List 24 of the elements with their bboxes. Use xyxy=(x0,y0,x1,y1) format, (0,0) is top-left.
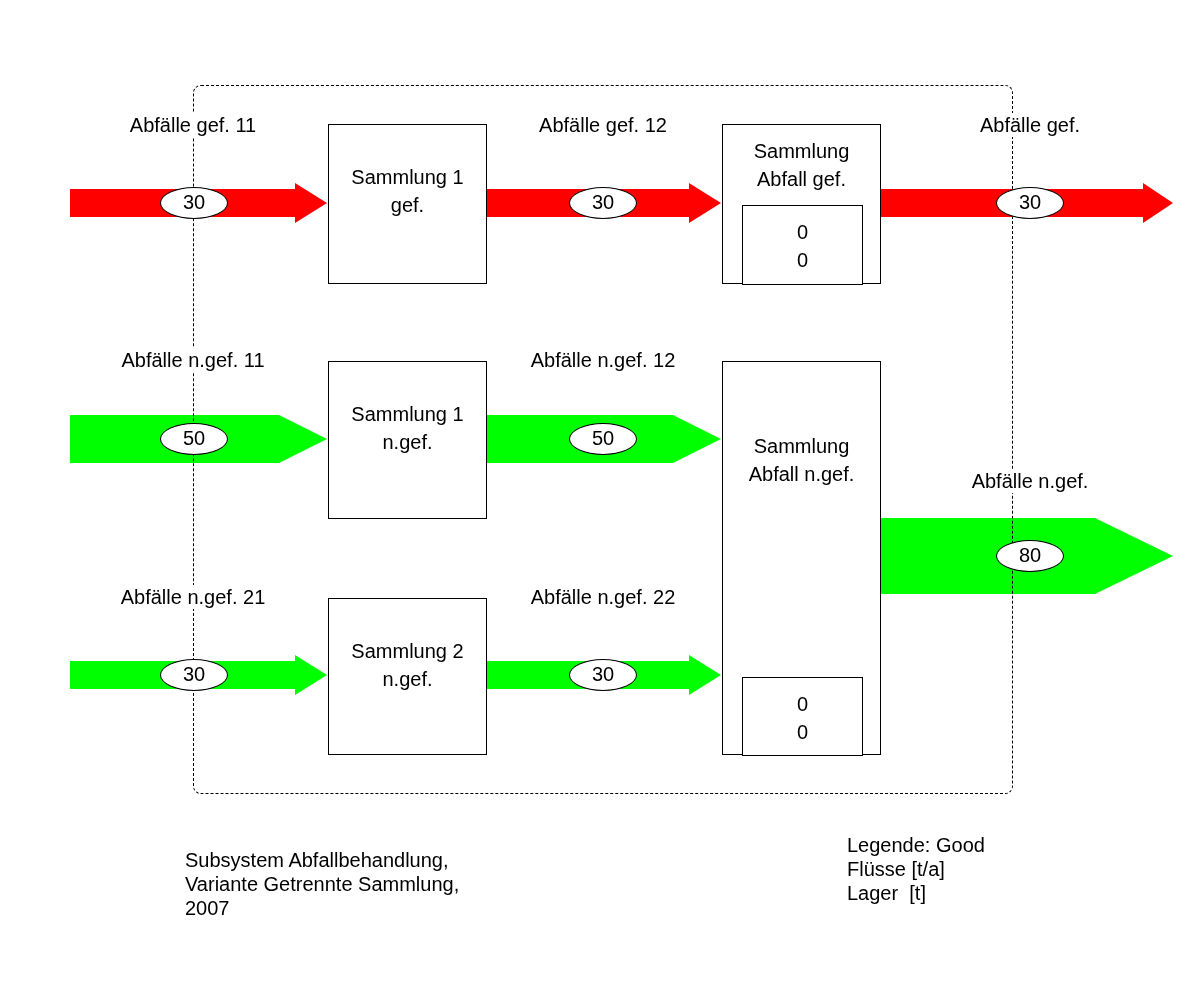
stock-box xyxy=(742,205,863,285)
process-box xyxy=(722,124,881,284)
caption: Subsystem Abfallbehandlung, Variante Getrennte Sammlung, 2007 xyxy=(185,848,461,920)
stock-box xyxy=(742,677,863,756)
process-label: Sammlung 1 gef. xyxy=(350,165,465,218)
process-label: Sammlung Abfall gef. xyxy=(752,139,851,192)
process-box xyxy=(328,124,487,284)
flow-arrow xyxy=(880,518,1173,594)
edge-label: Abfälle n.gef. 21 xyxy=(118,585,268,609)
legend-text: Flüsse [t/a] xyxy=(847,857,945,881)
stock-value: 0 xyxy=(795,720,810,745)
stock-value: 0 xyxy=(795,248,810,273)
edge-label: Abfälle n.gef. 11 xyxy=(119,348,267,372)
process-box xyxy=(328,361,487,519)
legend-text: Lager [t] xyxy=(847,881,926,905)
process-box xyxy=(328,598,487,755)
process-box xyxy=(722,361,881,755)
process-label: Sammlung 2 n.gef. xyxy=(350,639,465,692)
edge-label: Abfälle gef. 11 xyxy=(127,113,259,137)
legend-text: Legende: Good xyxy=(847,833,985,857)
stock-value: 0 xyxy=(795,220,810,245)
process-label: Sammlung 1 n.gef. xyxy=(350,402,465,455)
stock-value: 0 xyxy=(795,692,810,717)
process-label: Sammlung Abfall n.gef. xyxy=(747,434,856,487)
